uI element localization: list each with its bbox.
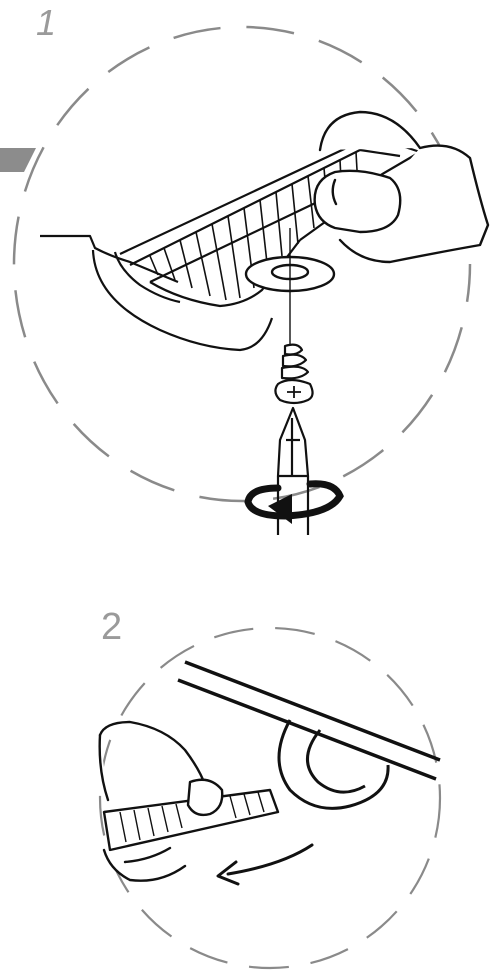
- rotation-arrow: [248, 484, 340, 524]
- step-2-illustration: [100, 628, 440, 968]
- gray-tab-marker: [0, 148, 36, 172]
- peel-arrow: [218, 845, 312, 884]
- screw: [275, 345, 312, 403]
- step-1-detail-circle: [14, 27, 470, 501]
- hand-with-pad: [100, 722, 278, 881]
- hand: [315, 112, 488, 262]
- step-1-illustration: [0, 27, 488, 535]
